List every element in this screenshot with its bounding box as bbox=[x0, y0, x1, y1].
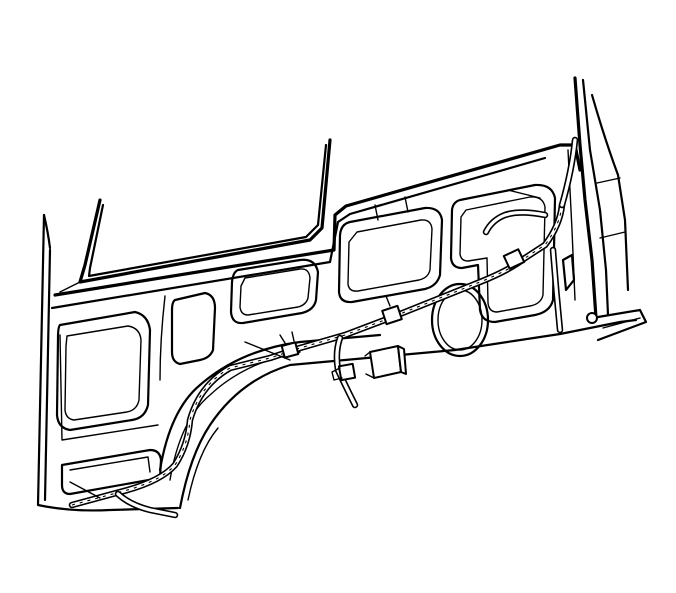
window-frame bbox=[59, 138, 332, 293]
wiring-harness bbox=[68, 136, 579, 519]
body-side-panel bbox=[36, 143, 638, 512]
right-opening bbox=[449, 183, 557, 324]
right-center-opening bbox=[337, 196, 444, 304]
harness-clips bbox=[279, 248, 526, 382]
left-panel-opening bbox=[55, 310, 159, 441]
central-opening bbox=[229, 258, 320, 325]
leader-lines bbox=[69, 189, 541, 499]
control-module bbox=[364, 345, 407, 379]
lower-left-panel bbox=[60, 448, 163, 496]
rear-pillar bbox=[561, 76, 648, 342]
center-left-opening bbox=[159, 291, 217, 381]
